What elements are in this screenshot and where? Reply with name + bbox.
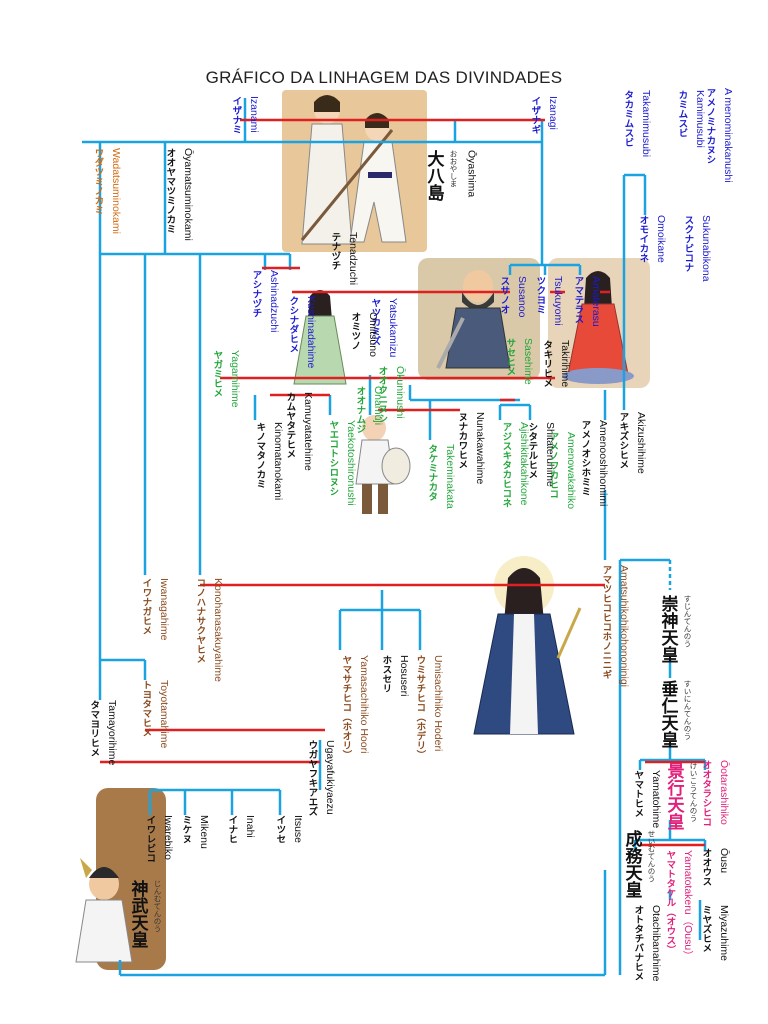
susanoo-figure [418,258,540,380]
red-marriage-lines [100,118,705,847]
emperor-jimmu: じんむてんのう神武天皇 [128,880,162,948]
izanagi-izanami-figure [282,90,427,252]
emperor-seimu: せいむてんのう成務天皇 [622,830,656,898]
kushinadahime-figure [293,290,347,385]
emperor-sujin: すじんてんのう崇神天皇 [658,595,692,663]
deity-yamatotakeru: Yamatotakeru（Ousu）ヤマトタケル（オウス） [664,850,694,961]
emperor-suinin: すいにんてんのう垂仁天皇 [658,680,692,748]
emperor-keiko: けいこうてんのう景行天皇 [664,762,698,830]
ninigi-figure [473,556,582,735]
blue-lineage-lines [82,98,707,977]
jimmu-figure [75,788,166,970]
okuninushi-figure [355,415,411,514]
chart-title: GRÁFICO DA LINHAGEM DAS DIVINDADES [205,68,563,87]
